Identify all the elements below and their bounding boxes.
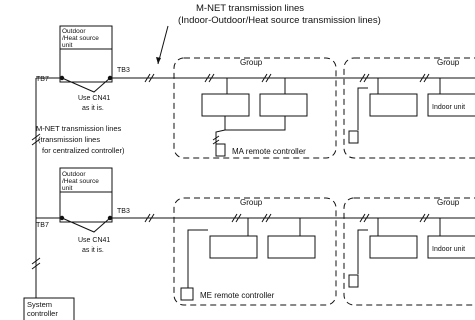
ma-remote-controller-box [215, 143, 226, 157]
remote-controller-box-bottom-2 [348, 274, 359, 288]
title-line-1: M-NET transmission lines [196, 3, 304, 14]
centralized-lines-label-3: for centralized controller) [42, 146, 125, 155]
indoor-unit-label-top: Indoor unit [432, 104, 465, 111]
me-remote-controller-box [180, 287, 194, 301]
indoor-unit-top-2 [259, 93, 308, 117]
group-frame-bottom-1 [173, 197, 337, 306]
slash-marks-top-bus [144, 73, 430, 83]
tb7-label-top: TB7 [36, 76, 49, 83]
group-label-top-1: Group [240, 58, 263, 67]
cn41-note-bottom-2: as it is. [82, 247, 104, 254]
indoor-unit-bottom-1 [209, 235, 258, 259]
cn41-note-bottom-1: Use CN41 [78, 237, 110, 244]
slash-marks-bottom-bus [144, 213, 430, 223]
system-controller-label-1: System [27, 300, 52, 309]
outdoor-unit-top: Outdoor /Heat source unit [59, 25, 113, 83]
ma-remote-controller-label: MA remote controller [232, 147, 306, 156]
outdoor-unit-top-label-2: /Heat source [62, 35, 99, 42]
group-label-top-2: Group [437, 58, 460, 67]
title-pointer-arrowhead [156, 57, 161, 64]
group-frame-top-1 [173, 57, 337, 159]
centralized-lines-label-2: (transmission lines [38, 135, 100, 144]
tb3-label-top: TB3 [117, 67, 130, 74]
group-label-bottom-2: Group [437, 198, 460, 207]
indoor-unit-bottom-3 [369, 235, 418, 259]
me-remote-controller-label: ME remote controller [200, 291, 275, 300]
outdoor-unit-bottom-label-2: /Heat source [62, 178, 99, 185]
indoor-unit-bottom-4 [427, 235, 475, 259]
indoor-unit-label-bottom: Indoor unit [432, 246, 465, 253]
tb3-label-bottom: TB3 [117, 208, 130, 215]
indoor-unit-top-1 [201, 93, 250, 117]
outdoor-unit-bottom-label-3: unit [62, 185, 73, 192]
indoor-unit-bottom-2 [267, 235, 316, 259]
cn41-note-top-1: Use CN41 [78, 95, 110, 102]
outdoor-unit-bottom: Outdoor /Heat source unit [59, 167, 113, 223]
tb7-label-bottom: TB7 [36, 222, 49, 229]
cn41-note-top-2: as it is. [82, 105, 104, 112]
remote-controller-box-top-2 [348, 130, 359, 144]
centralized-lines-label-1: M-NET transmission lines [36, 124, 122, 133]
outdoor-unit-top-label-3: unit [62, 42, 73, 49]
indoor-unit-top-4 [427, 93, 475, 117]
indoor-unit-top-3 [369, 93, 418, 117]
group-frame-top-2 [343, 57, 475, 159]
outdoor-unit-bottom-label-1: Outdoor [62, 171, 86, 178]
group-frame-bottom-2 [343, 197, 475, 306]
outdoor-unit-top-label-1: Outdoor [62, 28, 86, 35]
title-line-2: (Indoor-Outdoor/Heat source transmission… [178, 15, 381, 26]
system-controller-label-2: controller [27, 309, 58, 318]
system-controller-box [23, 297, 75, 320]
title-pointer-arrow [157, 25, 169, 65]
group-label-bottom-1: Group [240, 198, 263, 207]
